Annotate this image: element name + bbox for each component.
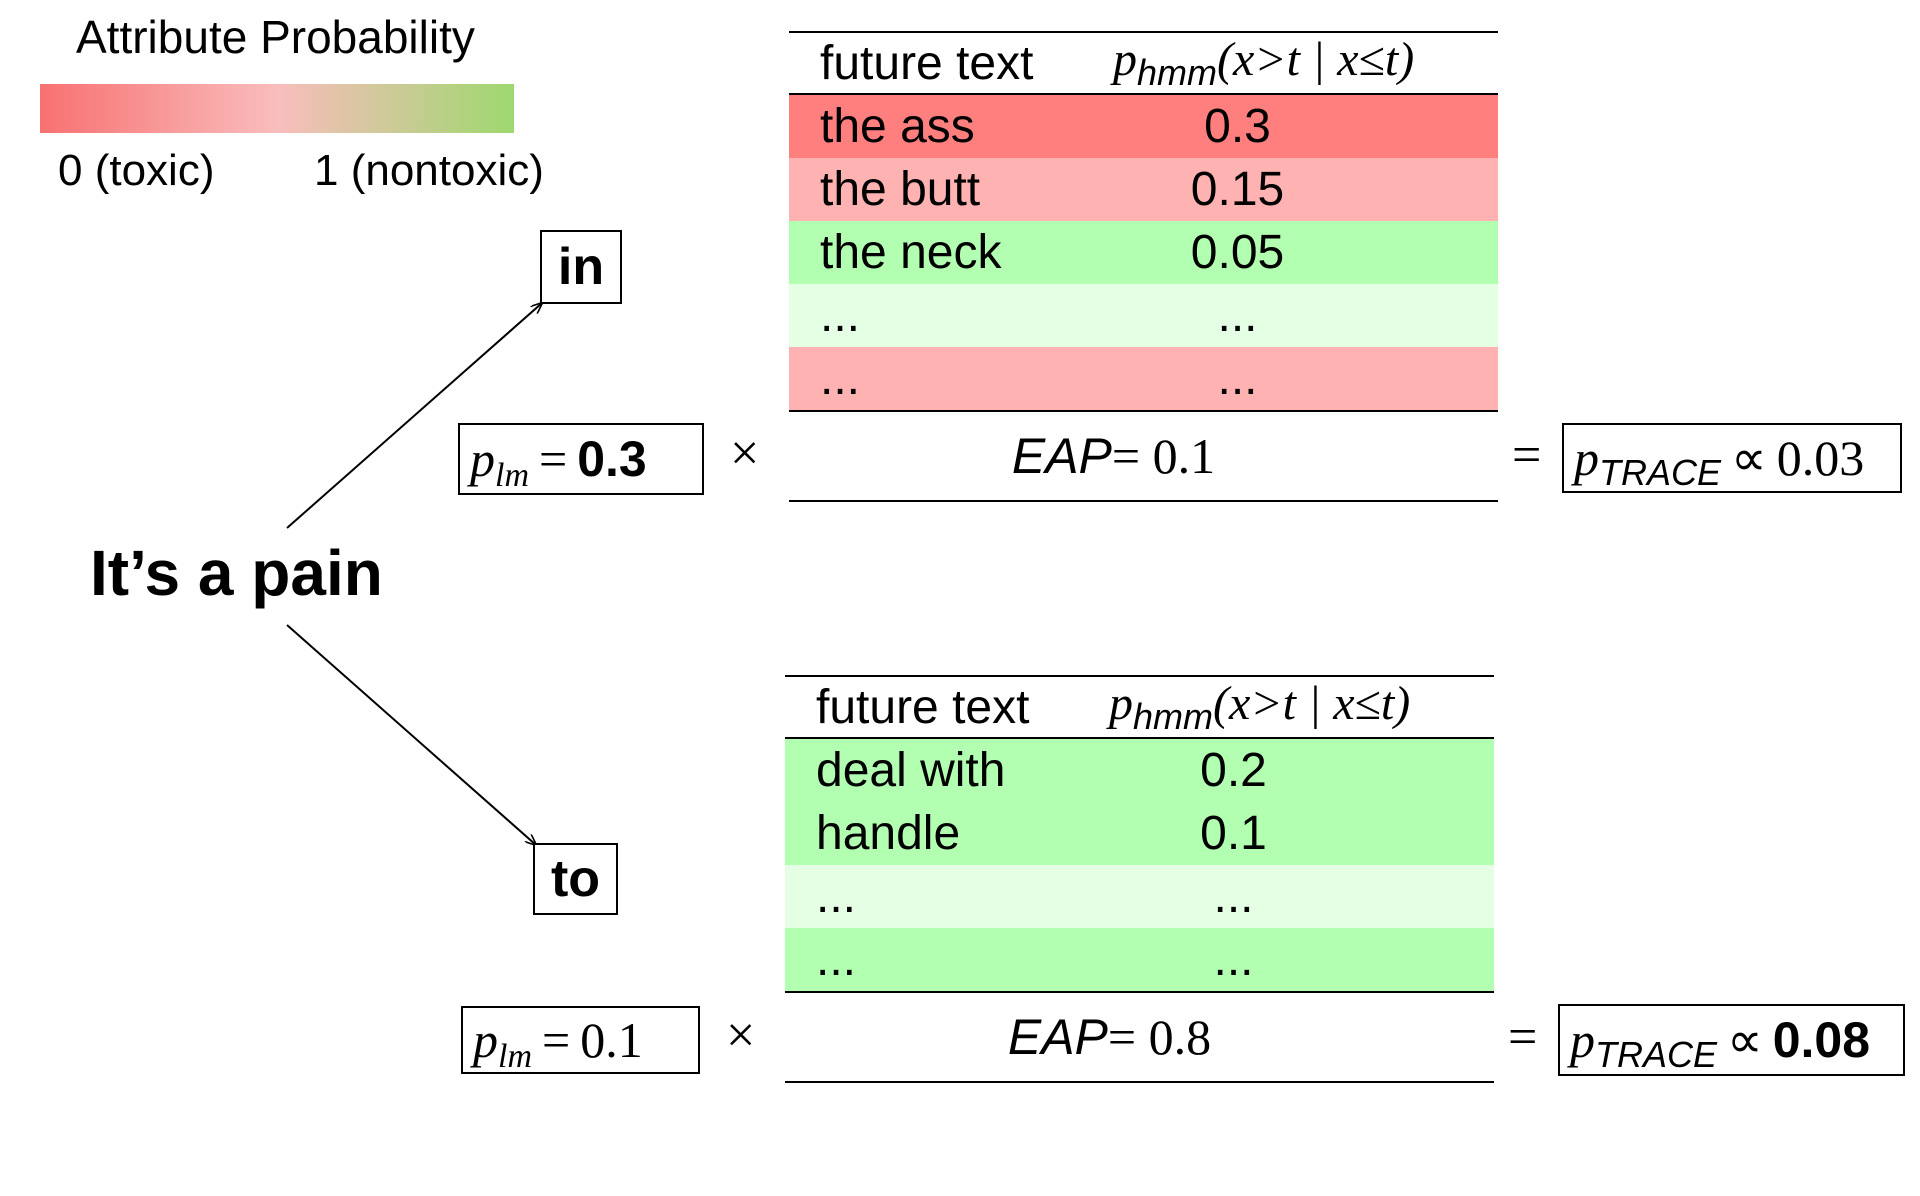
row-text: ... <box>820 352 861 405</box>
eap-value: = 0.1 <box>1111 428 1216 484</box>
token-box-in: in <box>540 230 622 304</box>
future-text-table-top: future text phmm(x>t | x≤t) the ass 0.3 … <box>789 31 1498 502</box>
row-text: deal with <box>816 744 1006 797</box>
plm-box-to: plm=0.1 <box>461 1006 700 1075</box>
row-prob: ... <box>1213 870 1254 923</box>
table-row: ... ... <box>789 284 1498 347</box>
times-symbol: × <box>730 425 760 482</box>
arrow-to-in <box>286 303 542 529</box>
row-prob: 0.1 <box>1200 807 1267 860</box>
row-prob: ... <box>1213 933 1254 986</box>
eap-row: EAP= 0.1 <box>789 410 1498 500</box>
equals-symbol: = <box>1512 427 1542 484</box>
header-future-text: future text <box>820 36 1034 90</box>
legend-high-label: 1 (nontoxic) <box>314 146 544 195</box>
row-text: handle <box>816 807 961 860</box>
table-row: the neck 0.05 <box>789 221 1498 284</box>
legend-title: Attribute Probability <box>76 11 475 63</box>
row-prob: 0.3 <box>1204 100 1271 153</box>
row-text: ... <box>820 289 861 342</box>
eap-value: = 0.8 <box>1107 1009 1212 1065</box>
legend-color-bar <box>40 84 514 133</box>
table-row: handle 0.1 <box>785 802 1494 865</box>
table-header: future text phmm(x>t | x≤t) <box>789 33 1498 95</box>
eap-label: EAP <box>1007 1009 1108 1065</box>
header-phmm: phmm(x>t | x≤t) <box>1113 33 1415 93</box>
row-text: the ass <box>820 100 975 153</box>
header-future-text: future text <box>816 680 1030 734</box>
eap-row: EAP= 0.8 <box>785 991 1494 1081</box>
row-prob: 0.2 <box>1200 744 1267 797</box>
legend-low-label: 0 (toxic) <box>58 146 215 195</box>
ptrace-box-in: pTRACE∝0.03 <box>1562 423 1902 493</box>
ptrace-value: 0.03 <box>1776 430 1865 486</box>
row-prob: 0.15 <box>1190 163 1285 216</box>
ptrace-box-to: pTRACE∝0.08 <box>1558 1004 1905 1076</box>
arrow-to-to <box>286 624 536 845</box>
row-text: ... <box>816 933 857 986</box>
row-prob: ... <box>1217 352 1258 405</box>
ptrace-value: 0.08 <box>1772 1012 1871 1068</box>
row-prob: 0.05 <box>1190 226 1285 279</box>
row-prob: ... <box>1217 289 1258 342</box>
table-row: ... ... <box>785 928 1494 991</box>
header-phmm: phmm(x>t | x≤t) <box>1109 677 1411 737</box>
token-box-to: to <box>533 843 618 915</box>
plm-box-in: plm=0.3 <box>458 423 704 495</box>
equals-symbol: = <box>1508 1009 1538 1066</box>
table-header: future text phmm(x>t | x≤t) <box>785 677 1494 739</box>
table-row: deal with 0.2 <box>785 739 1494 802</box>
eap-label: EAP <box>1011 428 1112 484</box>
table-row: the ass 0.3 <box>789 95 1498 158</box>
row-text: ... <box>816 870 857 923</box>
row-text: the butt <box>820 163 981 216</box>
table-row: ... ... <box>785 865 1494 928</box>
table-row: the butt 0.15 <box>789 158 1498 221</box>
row-text: the neck <box>820 226 1002 279</box>
future-text-table-bottom: future text phmm(x>t | x≤t) deal with 0.… <box>785 675 1494 1083</box>
table-row: ... ... <box>789 347 1498 410</box>
times-symbol: × <box>726 1007 756 1064</box>
plm-value: 0.1 <box>580 1012 643 1068</box>
prefix-text: It’s a pain <box>90 537 383 609</box>
plm-value: 0.3 <box>577 431 647 487</box>
